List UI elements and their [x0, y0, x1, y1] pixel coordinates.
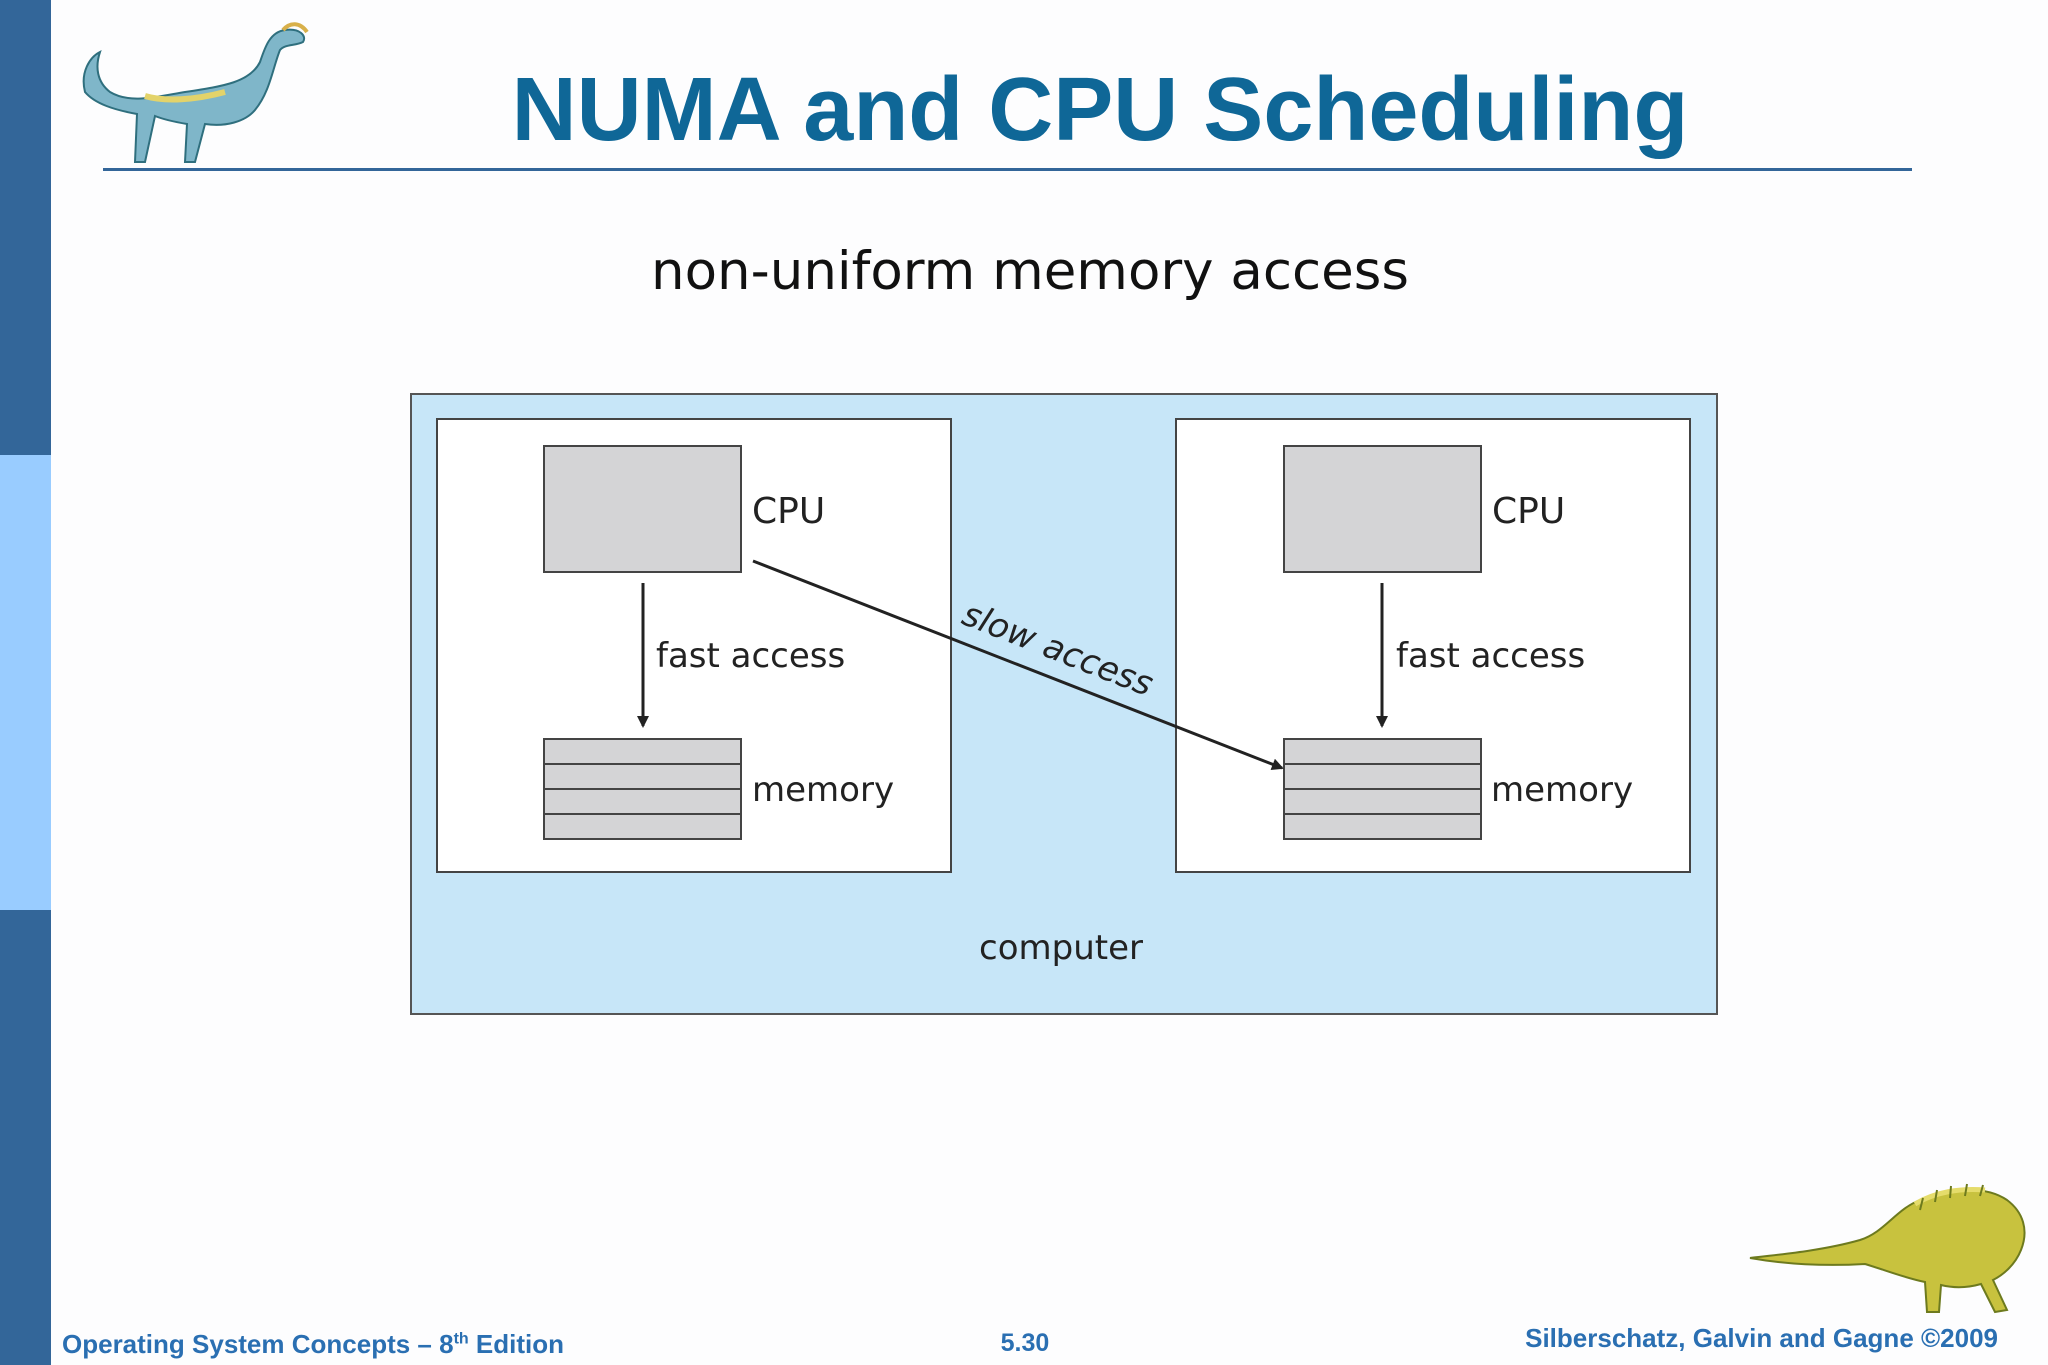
- title-divider: [103, 168, 1912, 171]
- computer-label: computer: [979, 928, 1143, 968]
- left-fast-access-label: fast access: [656, 636, 845, 676]
- left-cpu-block: [543, 445, 742, 573]
- sidebar-segment-middle: [0, 455, 51, 910]
- footer-copyright: Silberschatz, Galvin and Gagne ©2009: [1525, 1323, 1998, 1353]
- sidebar-segment-top: [0, 0, 51, 455]
- sidebar-segment-bottom: [0, 910, 51, 1365]
- right-memory-label: memory: [1491, 770, 1633, 810]
- right-memory-block: [1283, 738, 1482, 840]
- right-cpu-label: CPU: [1492, 491, 1565, 532]
- right-fast-access-label: fast access: [1396, 636, 1585, 676]
- left-memory-label: memory: [752, 770, 894, 810]
- numa-diagram: CPU fast access memory CPU fast access m…: [410, 393, 1720, 1023]
- footer-edition-superscript: th: [453, 1330, 469, 1348]
- left-sidebar: [0, 0, 51, 1365]
- dinosaur-top-left-icon: [82, 22, 309, 163]
- slide-subtitle: non-uniform memory access: [651, 241, 1409, 302]
- slow-access-arrow: [752, 559, 1284, 770]
- left-cpu-label: CPU: [752, 491, 825, 532]
- left-memory-block: [543, 738, 742, 840]
- slide-title: NUMA and CPU Scheduling: [511, 60, 1689, 160]
- dinosaur-bottom-right-icon: [1749, 1183, 2026, 1314]
- footer-book-title: Operating System Concepts – 8th Edition: [62, 1329, 564, 1359]
- footer-page-number: 5.30: [1000, 1329, 1050, 1357]
- right-cpu-block: [1283, 445, 1482, 573]
